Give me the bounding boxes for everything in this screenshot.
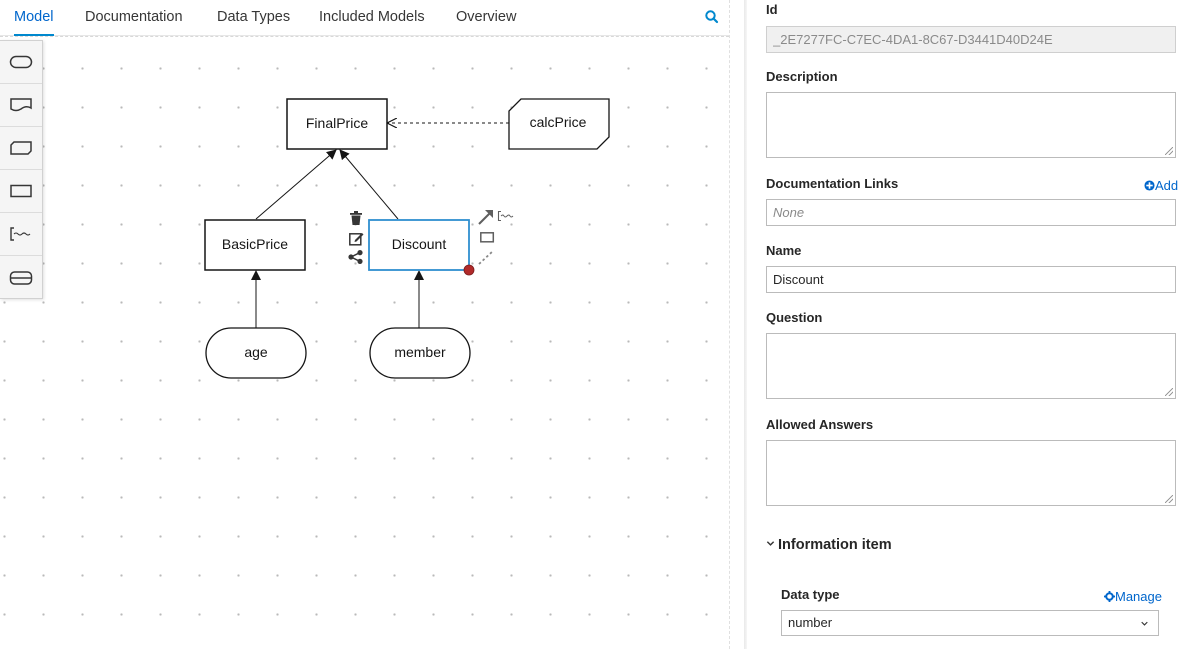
manage-data-types-button[interactable]: Manage [1104, 589, 1162, 604]
share-icon[interactable] [348, 250, 363, 264]
allowed-answers-label: Allowed Answers [766, 417, 874, 432]
palette-decision[interactable] [0, 170, 42, 213]
node-member[interactable]: member [369, 327, 471, 379]
connector-handle[interactable] [463, 264, 475, 276]
edge-basicprice-finalprice[interactable] [255, 149, 337, 220]
tab-overview[interactable]: Overview [456, 9, 517, 25]
gear-icon [1104, 591, 1115, 602]
search-icon[interactable] [704, 9, 720, 25]
node-discount-label: Discount [392, 236, 447, 252]
add-doc-link-button[interactable]: Add [1144, 178, 1178, 193]
node-finalprice-label: FinalPrice [306, 115, 368, 131]
doc-links-field[interactable] [766, 199, 1176, 226]
properties-panel: Id Description Documentation Links Add N… [747, 0, 1179, 649]
trash-icon[interactable] [350, 211, 362, 225]
node-age[interactable]: age [205, 327, 307, 379]
edit-icon[interactable] [349, 233, 364, 246]
data-type-value: number [788, 615, 833, 630]
cut-corner-rect-icon [10, 141, 32, 155]
data-type-label: Data type [781, 587, 840, 602]
add-decision-icon[interactable] [480, 232, 495, 243]
id-label: Id [766, 2, 778, 17]
node-member-label: member [394, 344, 446, 360]
description-textarea[interactable] [766, 92, 1176, 158]
tabs-divider [0, 36, 729, 37]
shape-palette [0, 40, 43, 299]
panel-edge [744, 0, 747, 649]
information-item-label: Information item [778, 537, 892, 553]
chevron-down-icon [766, 541, 775, 546]
rounded-pill-icon [9, 55, 33, 69]
name-field[interactable] [766, 266, 1176, 293]
node-discount[interactable]: Discount [368, 219, 475, 276]
chevron-down-icon [1141, 621, 1148, 626]
question-textarea[interactable] [766, 333, 1176, 399]
allowed-answers-textarea[interactable] [766, 440, 1176, 506]
annotation-icon [10, 227, 31, 241]
name-label: Name [766, 243, 802, 258]
manage-label: Manage [1115, 589, 1162, 604]
add-link-label: Add [1155, 178, 1179, 193]
connector-arrow-icon[interactable] [478, 210, 493, 225]
palette-input-data[interactable] [0, 41, 42, 84]
dashed-connector-icon[interactable] [478, 250, 494, 265]
rectangle-icon [10, 184, 32, 198]
question-label: Question [766, 310, 823, 325]
tab-documentation[interactable]: Documentation [85, 9, 183, 25]
divided-rect-icon [9, 270, 33, 285]
doc-links-label: Documentation Links [766, 176, 899, 191]
dmn-diagram: FinalPrice calcPrice BasicPrice Discount… [204, 98, 610, 379]
palette-decision-service[interactable] [0, 256, 42, 299]
plus-circle-icon [1144, 180, 1155, 191]
palette-bkm[interactable] [0, 127, 42, 170]
information-item-section[interactable]: Information item [766, 537, 892, 553]
tab-included-models[interactable]: Included Models [319, 9, 425, 25]
palette-text-annotation[interactable] [0, 213, 42, 256]
node-age-label: age [244, 344, 268, 360]
description-label: Description [766, 69, 838, 84]
wavy-rect-icon [10, 98, 32, 112]
text-annotation-icon[interactable] [497, 210, 514, 222]
data-type-select[interactable]: number [781, 610, 1159, 636]
node-finalprice[interactable]: FinalPrice [286, 98, 388, 150]
node-calcprice-label: calcPrice [530, 114, 587, 130]
node-basicprice-label: BasicPrice [222, 236, 288, 252]
editor-tabs: Model Documentation Data Types Included … [0, 0, 729, 36]
panel-divider [729, 0, 730, 649]
id-field[interactable] [766, 26, 1176, 53]
palette-knowledge-source[interactable] [0, 84, 42, 127]
node-basicprice[interactable]: BasicPrice [204, 219, 306, 271]
edge-discount-finalprice[interactable] [339, 149, 399, 220]
tab-model[interactable]: Model [14, 0, 54, 36]
node-calcprice[interactable]: calcPrice [508, 98, 610, 150]
tab-data-types[interactable]: Data Types [217, 9, 291, 25]
